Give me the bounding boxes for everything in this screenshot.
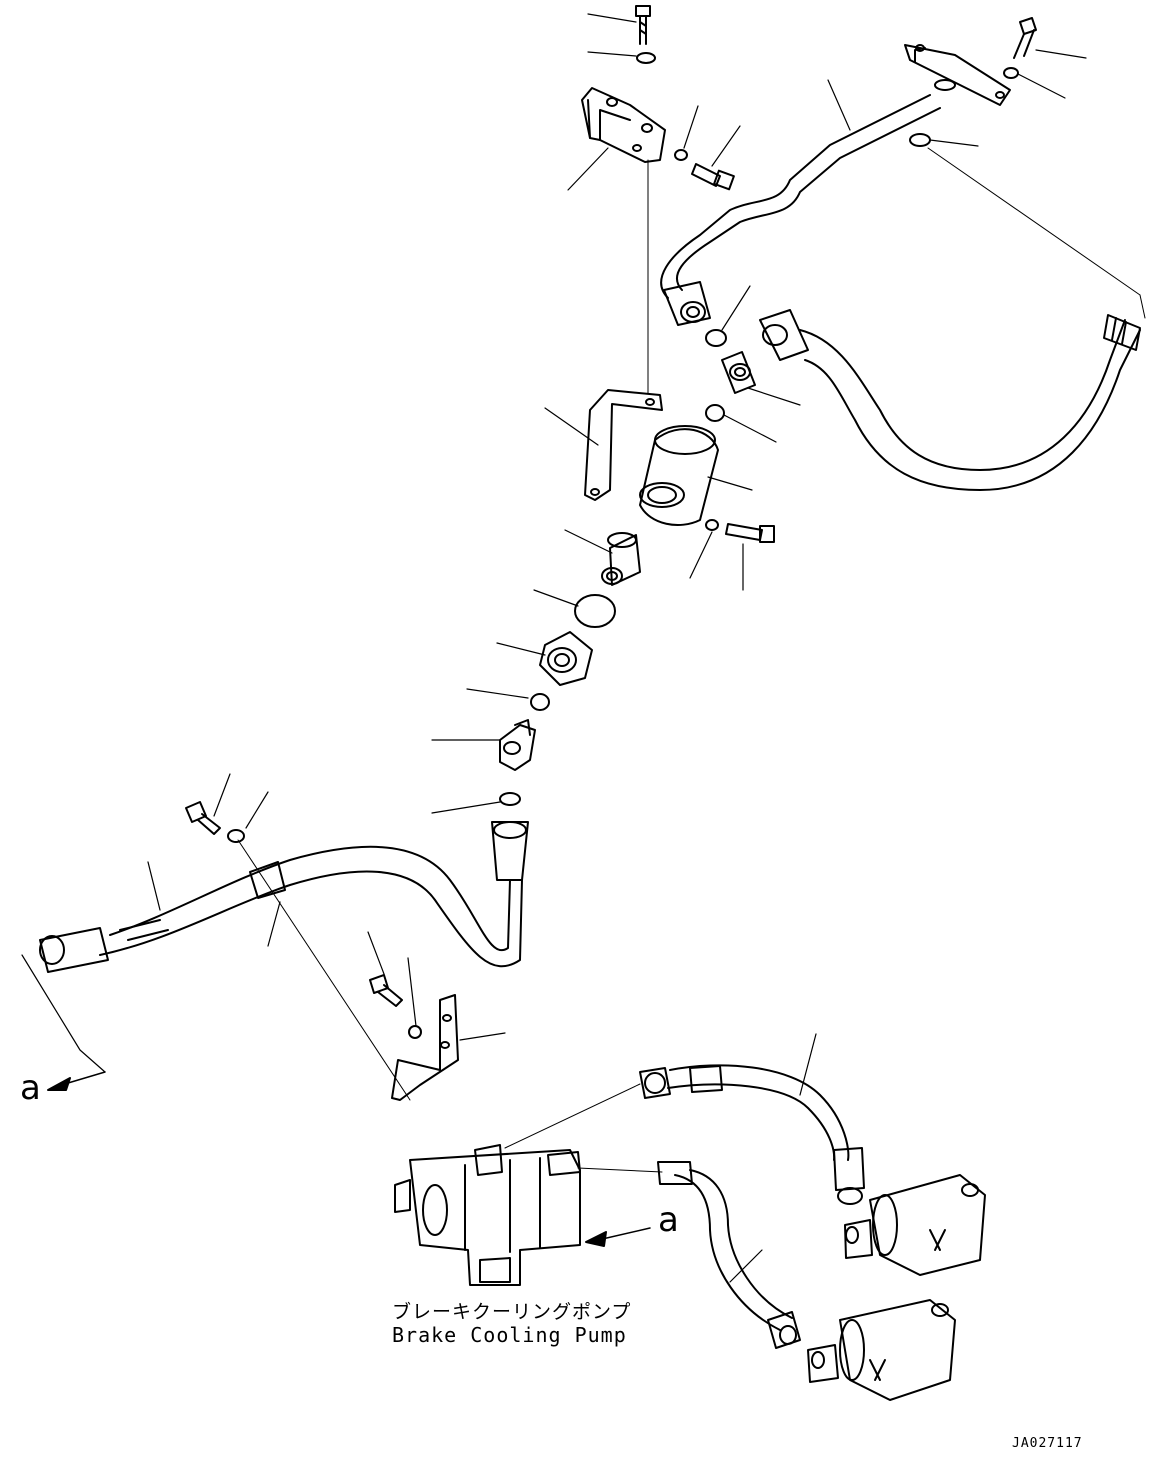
elbow-adapter-icon xyxy=(499,719,536,771)
upper-steel-tube xyxy=(660,44,1011,326)
washer-icon xyxy=(408,1025,422,1039)
bracket-bolt-icon xyxy=(691,163,735,191)
o-ring-icon xyxy=(705,404,725,422)
filter-element-icon xyxy=(601,532,641,586)
pump-to-cylinder-hose-lower xyxy=(657,1161,801,1349)
o-ring-icon xyxy=(574,594,616,628)
top-bolt-icon xyxy=(635,5,651,45)
view-marker-pump: a xyxy=(658,1200,679,1240)
brake-cylinder-lower xyxy=(807,1299,956,1401)
pump-caption-japanese: ブレーキクーリングポンプ xyxy=(392,1301,632,1323)
elbow-fitting-icon xyxy=(721,351,756,394)
assembly-guide-line xyxy=(1139,294,1146,319)
view-arrow-pump xyxy=(585,1227,651,1247)
o-ring-icon xyxy=(909,133,931,147)
assembly-guide-line xyxy=(237,839,411,1101)
washer-icon xyxy=(705,519,719,531)
right-hose xyxy=(759,309,1141,491)
brake-cylinder-upper xyxy=(844,1174,986,1276)
washer-icon xyxy=(1003,67,1019,79)
plug-nut-icon xyxy=(539,631,593,686)
leader-lines xyxy=(147,13,1087,1283)
washer-icon xyxy=(227,829,245,843)
clamp-bolt-icon xyxy=(185,801,221,835)
housing-bolt-icon xyxy=(725,523,775,543)
lower-left-hose xyxy=(39,821,529,973)
o-ring-icon xyxy=(705,329,727,347)
bracket-bolt-icon xyxy=(369,974,403,1007)
pump-caption-english: Brake Cooling Pump xyxy=(392,1323,627,1347)
washer-icon xyxy=(636,52,656,64)
assembly-guide-line xyxy=(927,147,1141,296)
pump-to-cylinder-hose-upper xyxy=(639,1064,865,1205)
filter-bracket xyxy=(584,389,663,501)
washer-icon xyxy=(674,149,688,161)
view-arrow-left xyxy=(21,954,106,1091)
drawing-number: JA027117 xyxy=(1012,1436,1083,1451)
o-ring-icon xyxy=(499,792,521,806)
brake-cooling-pump xyxy=(394,1083,663,1286)
flange-bolt-icon xyxy=(1013,17,1037,59)
upper-bracket xyxy=(581,87,666,163)
o-ring-icon xyxy=(530,693,550,711)
filter-housing xyxy=(639,425,719,526)
hose-clamp-bracket xyxy=(391,994,459,1101)
view-marker-left: a xyxy=(20,1068,41,1108)
